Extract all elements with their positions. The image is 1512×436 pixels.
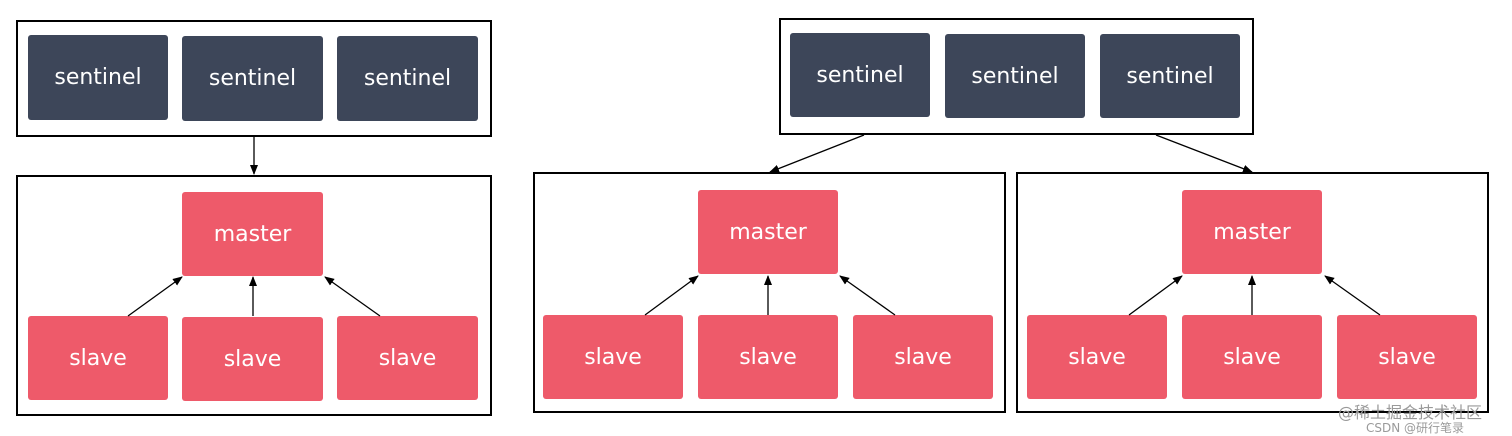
left-master: master: [182, 192, 323, 276]
right-sentinel-2: sentinel: [945, 34, 1085, 118]
right-b-slave-1: slave: [1027, 315, 1167, 399]
right-a-master: master: [698, 190, 838, 274]
left-sentinel-3: sentinel: [337, 36, 478, 121]
right-a-slave1-to-master-arrow: [644, 275, 699, 316]
right-a-slave-3: slave: [853, 315, 993, 399]
right-sentinel-to-group-b-arrow: [1155, 134, 1253, 173]
right-sentinel-to-group-a-arrow: [769, 134, 865, 173]
left-slave-2: slave: [182, 317, 323, 401]
right-b-slave-3: slave: [1337, 315, 1477, 399]
right-a-slave-1: slave: [543, 315, 683, 399]
right-a-slave3-to-master-arrow: [839, 275, 896, 316]
right-b-slave3-to-master-arrow: [1324, 275, 1381, 316]
right-b-master: master: [1182, 190, 1322, 274]
left-slave1-to-master-arrow: [127, 276, 183, 317]
right-sentinel-3: sentinel: [1100, 34, 1240, 118]
watermark-juejin: @稀土掘金技术社区: [1338, 403, 1483, 422]
left-slave-1: slave: [28, 316, 168, 400]
right-b-slave-2: slave: [1182, 315, 1322, 399]
right-sentinel-1: sentinel: [790, 33, 930, 117]
right-b-slave1-to-master-arrow: [1128, 275, 1183, 316]
left-sentinel-2: sentinel: [182, 36, 323, 121]
left-sentinel-1: sentinel: [28, 35, 168, 120]
watermark-csdn: CSDN @研行笔录: [1366, 421, 1465, 435]
right-a-slave-2: slave: [698, 315, 838, 399]
left-slave-3: slave: [337, 316, 478, 400]
left-slave3-to-master-arrow: [324, 276, 381, 317]
